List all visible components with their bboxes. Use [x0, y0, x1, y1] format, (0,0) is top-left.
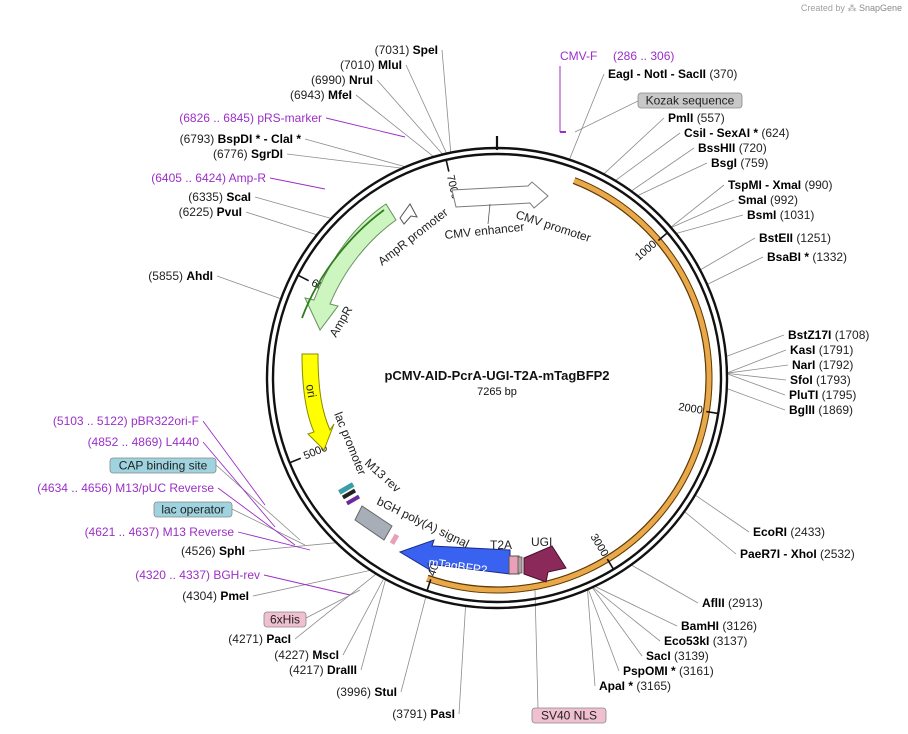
feature-cmv-promoter[interactable]: CMV promoter — [514, 208, 593, 245]
enzyme-label[interactable]: AflII (2913) — [702, 596, 763, 610]
tick-label: 2000 — [678, 401, 704, 417]
enzyme-label[interactable]: PmlI (557) — [668, 111, 725, 125]
enzyme-label[interactable]: (6943) MfeI — [290, 88, 352, 102]
feature-box-label: SV40 NLS — [541, 709, 597, 723]
attribution-brand: SnapGene — [858, 3, 902, 13]
orf-band — [426, 177, 713, 594]
tick-mark — [297, 274, 310, 282]
enzyme-label[interactable]: BsaBI * (1332) — [767, 250, 847, 264]
plasmid-name: pCMV-AID-PcrA-UGI-T2A-mTagBFP2 — [384, 368, 609, 383]
enzyme-label[interactable]: BsmI (1031) — [747, 208, 814, 222]
enzyme-label[interactable]: SacI (3139) — [646, 649, 709, 663]
enzyme-label[interactable]: BglII (1869) — [789, 403, 853, 417]
feature-box[interactable] — [109, 457, 217, 474]
feature-box-label: 6xHis — [270, 613, 300, 627]
primer-label[interactable]: (6405 .. 6424) Amp-R — [151, 171, 266, 185]
attribution: Created by ⁂ SnapGene — [801, 3, 902, 14]
enzyme-label[interactable]: (7010) MluI — [340, 58, 402, 72]
tick-mark — [445, 159, 450, 172]
feature-ori[interactable]: ori — [301, 353, 335, 451]
feature-label-m13-rev: M13 rev — [362, 456, 404, 495]
tick-label: 3000 — [588, 532, 611, 559]
enzyme-label[interactable]: (5855) AhdI — [148, 269, 213, 283]
feature-m13-rev[interactable]: M13 rev — [362, 456, 404, 495]
enzyme-label[interactable]: (4217) DraIII — [289, 663, 357, 677]
feature-label-cmv-enhancer: CMV enhancer — [444, 220, 525, 242]
enzyme-label[interactable]: (4227) MscI — [274, 648, 339, 662]
tick-mark — [289, 457, 302, 464]
enzyme-label[interactable]: (4304) PmeI — [182, 589, 249, 603]
primer-label[interactable]: (4320 .. 4337) BGH-rev — [135, 568, 260, 582]
tick-mark — [706, 410, 719, 415]
enzyme-label[interactable]: SmaI (992) — [738, 193, 798, 207]
primer-label[interactable]: CMV-F — [560, 49, 597, 63]
enzyme-label[interactable]: (3791) PasI — [392, 707, 455, 721]
primer-label[interactable]: (5103 .. 5122) pBR322ori-F — [53, 414, 199, 428]
plasmid-length: 7265 bp — [477, 386, 517, 398]
snapgene-logo-icon: ⁂ — [847, 3, 857, 13]
feature-box-label: CAP binding site — [119, 459, 208, 473]
tick-mark — [657, 232, 668, 242]
feature-box-label: Kozak sequence — [646, 94, 735, 108]
feature-ampr[interactable]: AmpR — [301, 203, 397, 340]
enzyme-label[interactable]: (3996) StuI — [336, 685, 397, 699]
enzyme-label[interactable]: Eco53kI (3137) — [664, 634, 747, 648]
leader-lines — [215, 49, 789, 715]
feature-label-cmv-promoter: CMV promoter — [514, 208, 593, 245]
enzyme-label[interactable]: (4271) PacI — [228, 632, 291, 646]
enzyme-label[interactable]: EagI - NotI - SacII (370) — [608, 67, 737, 81]
enzyme-label[interactable]: BssHII (720) — [698, 141, 767, 155]
enzyme-label[interactable]: KasI (1791) — [790, 343, 853, 357]
enzyme-label[interactable]: PluTI (1795) — [789, 388, 856, 402]
enzyme-label[interactable]: (7031) SpeI — [375, 43, 438, 57]
attribution-prefix: Created by — [800, 3, 845, 13]
tick-mark — [426, 579, 432, 592]
feature-bgh-polya[interactable]: bGH poly(A) signal — [354, 494, 472, 551]
enzyme-label[interactable]: NarI (1792) — [792, 358, 853, 372]
feature-box[interactable] — [531, 707, 607, 724]
feature-t2a[interactable]: T2A — [490, 538, 523, 575]
enzyme-label[interactable]: (6335) ScaI — [188, 190, 251, 204]
feature-box[interactable] — [263, 611, 307, 628]
feature-label-ori: ori — [303, 383, 319, 399]
feature-box[interactable] — [637, 92, 743, 109]
enzyme-label[interactable]: BamHI (3126) — [681, 619, 757, 633]
enzyme-label[interactable]: EcoRI (2433) — [753, 525, 825, 539]
enzyme-label[interactable]: TspMI - XmaI (990) — [728, 178, 832, 192]
backbone — [265, 136, 729, 610]
enzyme-label[interactable]: (6990) NruI — [311, 73, 373, 87]
enzyme-label[interactable]: BstEII (1251) — [759, 231, 831, 245]
primer-label[interactable]: (4852 .. 4869) L4440 — [88, 435, 200, 449]
primer-label[interactable]: (6826 .. 6845) pRS-marker — [179, 111, 322, 125]
feature-label-ugi: UGI — [531, 535, 552, 549]
feature-ugi[interactable]: UGI — [523, 535, 567, 583]
primer-range: (286 .. 306) — [613, 49, 674, 63]
enzyme-label[interactable]: (6776) SgrDI — [213, 147, 283, 161]
feature-box-label: lac operator — [161, 503, 224, 517]
feature-lac-promoter[interactable]: lac promoter — [331, 410, 369, 506]
enzyme-label[interactable]: PaeR7I - XhoI (2532) — [740, 547, 855, 561]
primer-label[interactable]: (4634 .. 4656) M13/pUC Reverse — [37, 481, 214, 495]
enzyme-label[interactable]: SfoI (1793) — [790, 373, 851, 387]
feature-label-t2a: T2A — [490, 538, 512, 552]
enzyme-label[interactable]: ApaI * (3165) — [599, 679, 671, 693]
enzyme-label[interactable]: PspOMI * (3161) — [623, 664, 714, 678]
enzyme-label[interactable]: CsiI - SexAI * (624) — [684, 126, 789, 140]
enzyme-label[interactable]: BstZ17I (1708) — [788, 328, 869, 342]
enzyme-label[interactable]: (6225) PvuI — [179, 205, 242, 219]
feature-box[interactable] — [153, 501, 233, 518]
tick-mark — [606, 558, 615, 570]
enzyme-label[interactable]: (4526) SphI — [181, 544, 245, 558]
primer-label[interactable]: (4621 .. 4637) M13 Reverse — [85, 525, 235, 539]
enzyme-label[interactable]: BsgI (759) — [711, 156, 768, 170]
feature-label-bgh-polya: bGH poly(A) signal — [375, 494, 472, 551]
site-labels: EagI - NotI - SacII (370) PmlI (557)CsiI … — [37, 43, 869, 724]
enzyme-label[interactable]: (6793) BspDI * - ClaI * — [180, 132, 302, 146]
